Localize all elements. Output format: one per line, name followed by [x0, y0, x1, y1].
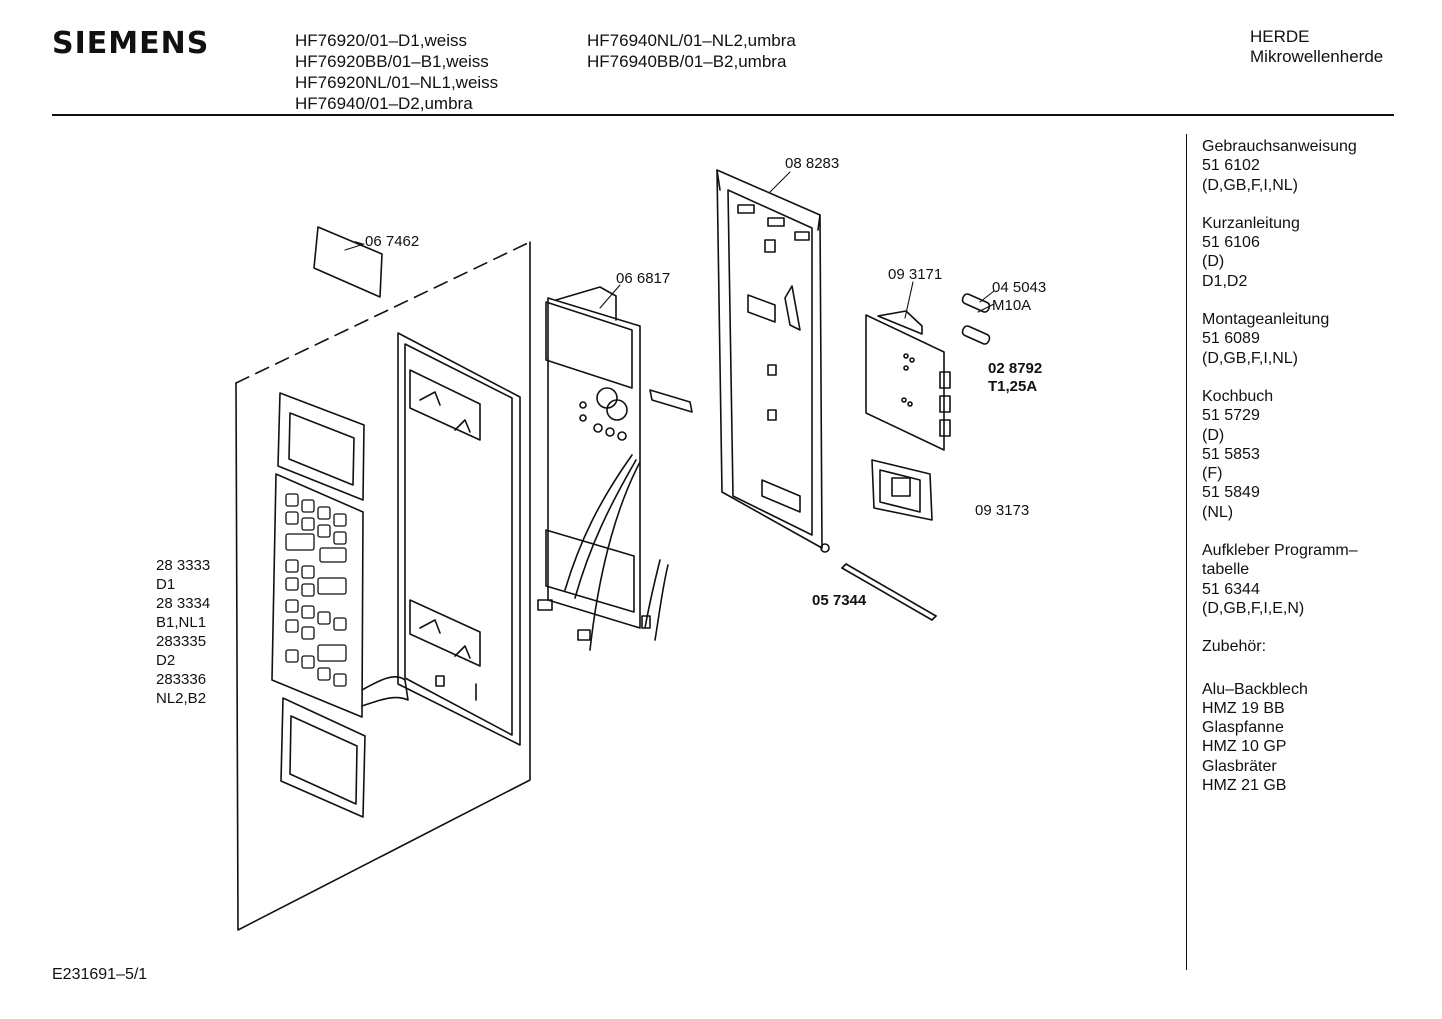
code-line: NL2,B2	[156, 690, 207, 707]
sidebar-line: HMZ 21 GB	[1202, 777, 1287, 795]
sidebar-line: Glasbräter	[1202, 757, 1277, 775]
transformer	[871, 459, 933, 521]
sidebar-line: 51 5849	[1202, 484, 1260, 502]
code-line: D2	[156, 652, 176, 669]
drawing-code: E231691–5/1	[52, 966, 148, 983]
label-m10a: M10A	[992, 297, 1032, 314]
sidebar-line: (D,GB,F,I,NL)	[1202, 349, 1299, 367]
sidebar-line: tabelle	[1202, 561, 1250, 579]
sidebar-line: (NL)	[1202, 503, 1234, 521]
keypad-membrane	[271, 473, 409, 718]
sidebar-line: Aufkleber Programm–	[1202, 542, 1358, 560]
category-sub: Mikrowellenherde	[1250, 47, 1384, 66]
label-t125a: T1,25A	[988, 378, 1038, 395]
label-028792: 02 8792	[988, 360, 1043, 377]
model-line: HF76920NL/01–NL1,weiss	[295, 73, 499, 92]
sidebar-line: Gebrauchsanweisung	[1202, 138, 1357, 155]
sidebar-line: (D,GB,F,I,NL)	[1202, 176, 1299, 194]
control-board	[537, 286, 693, 651]
sidebar-line: Alu–Backblech	[1202, 680, 1308, 698]
lower-window-part	[280, 697, 366, 818]
rod-part	[841, 563, 937, 621]
model-line: HF76920/01–D1,weiss	[295, 31, 467, 50]
sidebar-group-accessories-title: Zubehör:	[1202, 637, 1358, 656]
sidebar-line: Kochbuch	[1202, 387, 1274, 405]
pcb-module	[865, 310, 951, 451]
code-line: 283336	[156, 671, 207, 688]
sidebar-line: Glaspfanne	[1202, 719, 1284, 737]
model-list-1: HF76920/01–D1,weiss HF76920BB/01–B1,weis…	[295, 30, 498, 114]
display-window-part	[277, 392, 365, 501]
sidebar-group-accessories: Alu–Backblech HMZ 19 BB Glaspfanne HMZ 1…	[1202, 680, 1358, 796]
sidebar-line: 51 5729	[1202, 407, 1260, 425]
sidebar-line: 51 6089	[1202, 330, 1260, 348]
code-line: 28 3334	[156, 595, 211, 612]
sidebar-line: Montageanleitung	[1202, 311, 1330, 329]
sidebar-divider	[1186, 134, 1187, 970]
code-line: B1,NL1	[156, 614, 207, 631]
keypad-variant-codes: 28 3333 D1 28 3334 B1,NL1 283335 D2 2833…	[156, 556, 210, 708]
label-045043: 04 5043	[992, 279, 1047, 296]
category-main: HERDE	[1250, 27, 1310, 46]
category-label: HERDE Mikrowellenherde	[1250, 27, 1383, 67]
exploded-parts-diagram	[235, 169, 995, 931]
sidebar-line: Zubehör:	[1202, 638, 1267, 656]
code-line: 28 3333	[156, 557, 211, 574]
label-066817: 06 6817	[616, 270, 671, 287]
sidebar-group-manual: Gebrauchsanweisung 51 6102 (D,GB,F,I,NL)	[1202, 137, 1358, 195]
mounting-bracket	[716, 169, 830, 553]
label-057344: 05 7344	[812, 592, 867, 609]
sidebar-line: 51 6344	[1202, 580, 1260, 598]
sidebar-line: HMZ 10 GP	[1202, 738, 1287, 756]
sidebar-line: (D,GB,F,I,E,N)	[1202, 599, 1305, 617]
sidebar-line: Kurzanleitung	[1202, 214, 1300, 232]
sidebar-line: 51 5853	[1202, 445, 1260, 463]
sidebar-group-sticker: Aufkleber Programm– tabelle 51 6344 (D,G…	[1202, 541, 1358, 618]
header-divider	[52, 114, 1394, 116]
model-line: HF76940BB/01–B2,umbra	[587, 52, 787, 71]
fuses	[961, 293, 991, 345]
model-line: HF76940/01–D2,umbra	[295, 94, 473, 113]
sidebar-line: (F)	[1202, 465, 1223, 483]
label-093173: 09 3173	[975, 502, 1030, 519]
sidebar-line: 51 6106	[1202, 234, 1260, 252]
label-088283: 08 8283	[785, 155, 840, 172]
sidebar-line: HMZ 19 BB	[1202, 699, 1285, 717]
label-067462: 06 7462	[365, 233, 420, 250]
model-line: HF76920BB/01–B1,weiss	[295, 52, 489, 71]
sidebar-group-cookbook: Kochbuch 51 5729 (D) 51 5853 (F) 51 5849…	[1202, 387, 1358, 522]
model-list-2: HF76940NL/01–NL2,umbra HF76940BB/01–B2,u…	[587, 30, 796, 72]
sidebar-group-installation: Montageanleitung 51 6089 (D,GB,F,I,NL)	[1202, 310, 1358, 368]
sidebar-line: D1,D2	[1202, 272, 1248, 290]
label-093171: 09 3171	[888, 266, 943, 283]
code-line: 283335	[156, 633, 207, 650]
sidebar-group-quickguide: Kurzanleitung 51 6106 (D) D1,D2	[1202, 214, 1358, 291]
sidebar-line: (D)	[1202, 253, 1225, 271]
sidebar-line: 51 6102	[1202, 157, 1260, 175]
sidebar-line: (D)	[1202, 426, 1225, 444]
door-panel	[235, 241, 531, 931]
code-line: D1	[156, 576, 176, 593]
model-line: HF76940NL/01–NL2,umbra	[587, 31, 796, 50]
control-frame	[397, 332, 521, 746]
siemens-logo: SIEMENS	[52, 26, 210, 61]
documents-sidebar: Gebrauchsanweisung 51 6102 (D,GB,F,I,NL)…	[1202, 137, 1358, 814]
